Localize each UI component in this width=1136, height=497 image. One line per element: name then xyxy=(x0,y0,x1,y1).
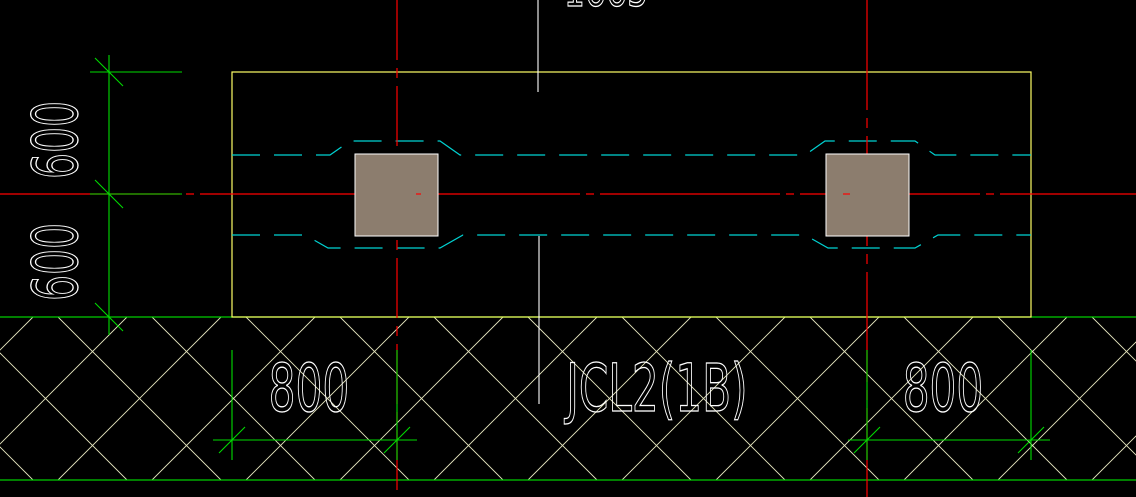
hatch-line xyxy=(997,341,1136,480)
top-partial-label[interactable]: 1665 xyxy=(563,0,648,18)
rebar-top xyxy=(232,140,1031,156)
dim-left-tick-mid xyxy=(94,179,124,209)
dim-bl-tick-right xyxy=(383,426,411,454)
dim-bottom-right-label[interactable]: 800 xyxy=(902,351,984,428)
hatch-line xyxy=(151,317,316,480)
hatch-line xyxy=(1091,317,1136,362)
hatch-line xyxy=(809,317,974,480)
hatch-line xyxy=(0,352,128,480)
hatch-line xyxy=(527,317,692,480)
beam-tag-label[interactable]: JCL2(1B) xyxy=(564,351,748,428)
hatch-lines xyxy=(0,317,1136,480)
hatch-line xyxy=(0,446,34,480)
rebar-lines xyxy=(232,140,1031,249)
hatch-line xyxy=(433,317,598,480)
dim-bl-tick-left xyxy=(218,426,246,454)
leader-lines xyxy=(537,0,540,404)
soil-hatch xyxy=(0,317,1136,480)
dimensions xyxy=(90,55,1050,460)
dim-bottom-left-label[interactable]: 800 xyxy=(268,351,350,428)
hatch-line xyxy=(0,317,128,445)
hatch-line xyxy=(997,317,1136,456)
hatch-line xyxy=(57,317,222,480)
dim-left-lower-label[interactable]: 600 xyxy=(20,222,93,301)
hatch-line xyxy=(903,317,1068,480)
column-right[interactable] xyxy=(825,153,910,237)
dim-br-tick-left xyxy=(853,426,881,454)
column-left[interactable] xyxy=(354,153,439,237)
dim-br-tick-right xyxy=(1017,426,1045,454)
dim-left-upper-label[interactable]: 600 xyxy=(20,100,93,179)
hatch-line xyxy=(245,317,410,480)
dim-left-tick-top xyxy=(94,57,124,87)
rebar-bottom xyxy=(232,234,1031,249)
hatch-line xyxy=(0,317,34,351)
dim-left-tick-bottom xyxy=(94,302,124,332)
hatch-line xyxy=(715,317,880,480)
hatch-line xyxy=(1091,435,1136,480)
hatch-line xyxy=(339,317,504,480)
hatch-line xyxy=(621,317,786,480)
